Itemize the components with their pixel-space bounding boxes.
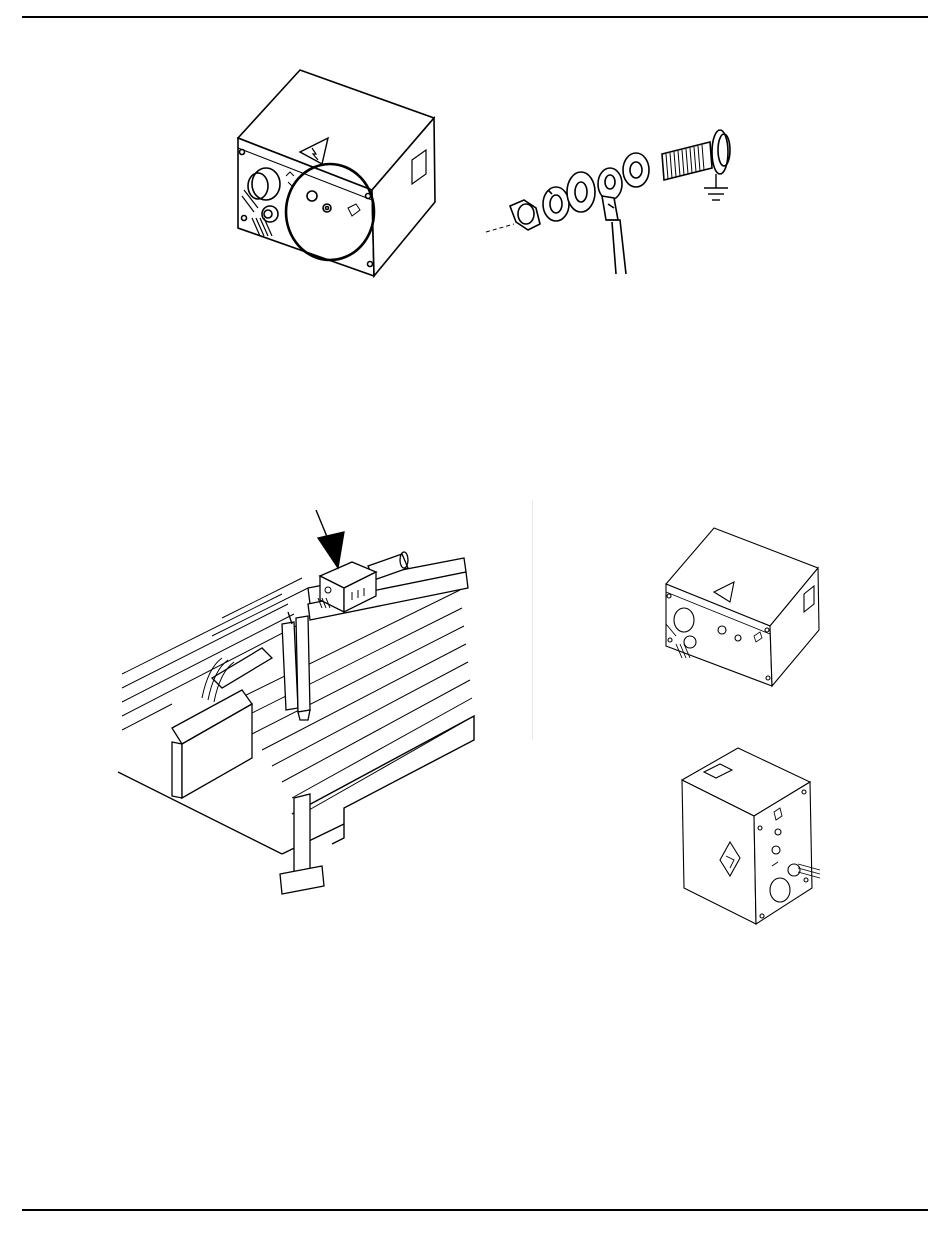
- enclosure-ground-stud-figure: [230, 68, 440, 278]
- figure-divider: [532, 500, 533, 740]
- ground-hardware-stack-figure: [484, 124, 754, 284]
- arrow-icon: [316, 510, 344, 568]
- ground-symbol-icon: [704, 174, 728, 200]
- footer-rule: [22, 1209, 928, 1211]
- table-mounted-enclosure-figure: [112, 508, 480, 906]
- header-rule: [22, 16, 928, 18]
- enclosure-side-view-figure: [680, 746, 826, 926]
- enclosure-front-view-figure: [660, 526, 822, 688]
